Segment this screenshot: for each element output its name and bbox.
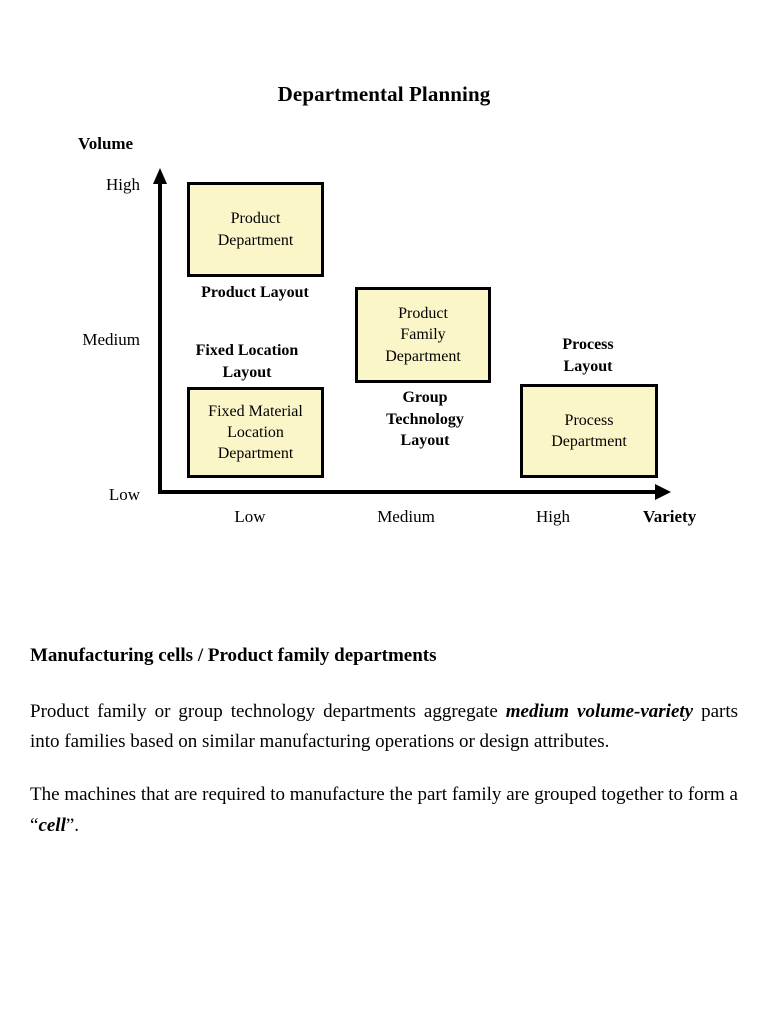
box-fixed-material-location-department[interactable]: Fixed Material Location Department bbox=[187, 387, 324, 478]
caption-line: Layout bbox=[563, 357, 613, 375]
x-axis-line bbox=[158, 490, 659, 494]
box-label-line: Department bbox=[217, 445, 294, 463]
box-product-department[interactable]: Product Department bbox=[187, 182, 324, 277]
caption-line: Layout bbox=[400, 432, 450, 450]
x-tick-medium: Medium bbox=[377, 507, 435, 526]
paragraph-cell: The machines that are required to manufa… bbox=[30, 780, 738, 842]
paragraph-text: The machines that are required to manufa… bbox=[30, 784, 738, 836]
box-label-line: Department bbox=[217, 231, 294, 249]
caption-fixed-location-layout: Fixed Location Layout bbox=[147, 340, 347, 383]
x-axis-title: Variety bbox=[643, 507, 697, 526]
paragraph-emphasis: medium volume-variety bbox=[505, 700, 694, 722]
box-product-family-department[interactable]: Product Family Department bbox=[355, 287, 491, 383]
paragraph-text: parts into families based on similar man… bbox=[30, 700, 739, 753]
y-axis-arrow-icon bbox=[153, 168, 167, 184]
box-label-line: Product bbox=[398, 305, 448, 323]
box-label-line: Department bbox=[385, 347, 461, 365]
x-tick-high: High bbox=[536, 507, 570, 526]
box-label-line: Family bbox=[400, 326, 446, 344]
box-label-line: Process bbox=[564, 411, 614, 429]
caption-line: Product Layout bbox=[201, 284, 309, 301]
y-tick-low: Low bbox=[108, 485, 140, 504]
paragraph-text: ”. bbox=[65, 814, 80, 836]
page-title: Departmental Planning bbox=[277, 82, 491, 106]
paragraph-emphasis: cell bbox=[38, 814, 66, 836]
caption-line: Fixed Location bbox=[195, 342, 299, 359]
box-label-line: Location bbox=[227, 423, 284, 441]
body-content: Manufacturing cells / Product family dep… bbox=[30, 644, 738, 842]
caption-line: Process bbox=[562, 336, 614, 353]
box-label-line: Fixed Material bbox=[208, 402, 303, 420]
box-label-line: Product bbox=[230, 210, 281, 228]
caption-group-technology-layout: Group Technology Layout bbox=[325, 387, 525, 452]
box-process-department[interactable]: Process Department bbox=[520, 384, 658, 478]
y-tick-high: High bbox=[106, 175, 140, 194]
x-axis-arrow-icon bbox=[655, 484, 671, 500]
caption-product-layout: Product Layout bbox=[155, 282, 355, 304]
y-axis-title: Volume bbox=[78, 134, 134, 153]
paragraph-text: Product family or group technology depar… bbox=[30, 700, 506, 722]
y-tick-medium: Medium bbox=[82, 330, 140, 349]
paragraph-product-family: Product family or group technology depar… bbox=[30, 697, 738, 759]
section-heading: Manufacturing cells / Product family dep… bbox=[30, 645, 437, 666]
box-label-line: Department bbox=[551, 433, 627, 450]
x-tick-low: Low bbox=[234, 507, 266, 526]
y-axis-line bbox=[158, 180, 162, 494]
volume-variety-chart: Volume Variety High Medium Low Low Mediu… bbox=[78, 134, 697, 526]
caption-line: Technology bbox=[386, 410, 464, 428]
caption-process-layout: Process Layout bbox=[490, 334, 686, 377]
caption-line: Group bbox=[402, 389, 448, 406]
caption-line: Layout bbox=[222, 363, 272, 381]
